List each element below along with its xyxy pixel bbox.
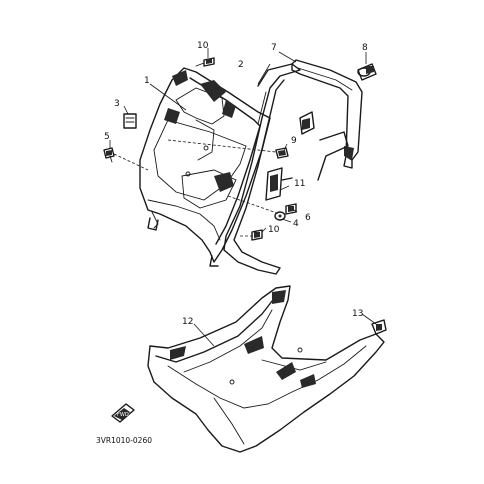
callout-7: 7 bbox=[271, 43, 277, 53]
lid-frame-part-7 bbox=[291, 59, 363, 169]
bracket-part-11 bbox=[265, 167, 293, 201]
callout-6: 6 bbox=[305, 213, 311, 223]
fwd-mark-label: FWD bbox=[117, 412, 129, 418]
callout-13: 13 bbox=[352, 309, 363, 319]
callout-5: 5 bbox=[104, 132, 110, 142]
callout-1: 1 bbox=[144, 76, 150, 86]
leg-shield-part-1 bbox=[139, 67, 271, 267]
nut-part-9 bbox=[275, 147, 289, 159]
callout-12: 12 bbox=[182, 317, 193, 327]
callout-3: 3 bbox=[114, 99, 120, 109]
screw-part-5 bbox=[103, 147, 115, 163]
callout-10-lower: 10 bbox=[268, 225, 280, 235]
callout-4: 4 bbox=[293, 219, 299, 229]
side-rail-part-2 bbox=[223, 63, 349, 275]
grommet-part-8 bbox=[357, 63, 377, 81]
washer-part-4 bbox=[274, 211, 286, 221]
callout-10-top: 10 bbox=[197, 41, 209, 51]
label-part-3 bbox=[123, 113, 137, 129]
screw-part-6 bbox=[285, 203, 297, 215]
callout-8: 8 bbox=[362, 43, 368, 53]
drawing-code: 3VR1010-0260 bbox=[96, 436, 152, 445]
callout-11: 11 bbox=[294, 179, 305, 189]
callout-2: 2 bbox=[238, 60, 244, 70]
screw-part-10-lower bbox=[251, 229, 263, 241]
callout-9: 9 bbox=[291, 136, 297, 146]
screw-part-10-top bbox=[195, 57, 215, 67]
clip-part-13 bbox=[371, 319, 387, 335]
footrest-cover-part-12 bbox=[147, 285, 385, 453]
fwd-direction-mark: FWD bbox=[111, 403, 135, 423]
